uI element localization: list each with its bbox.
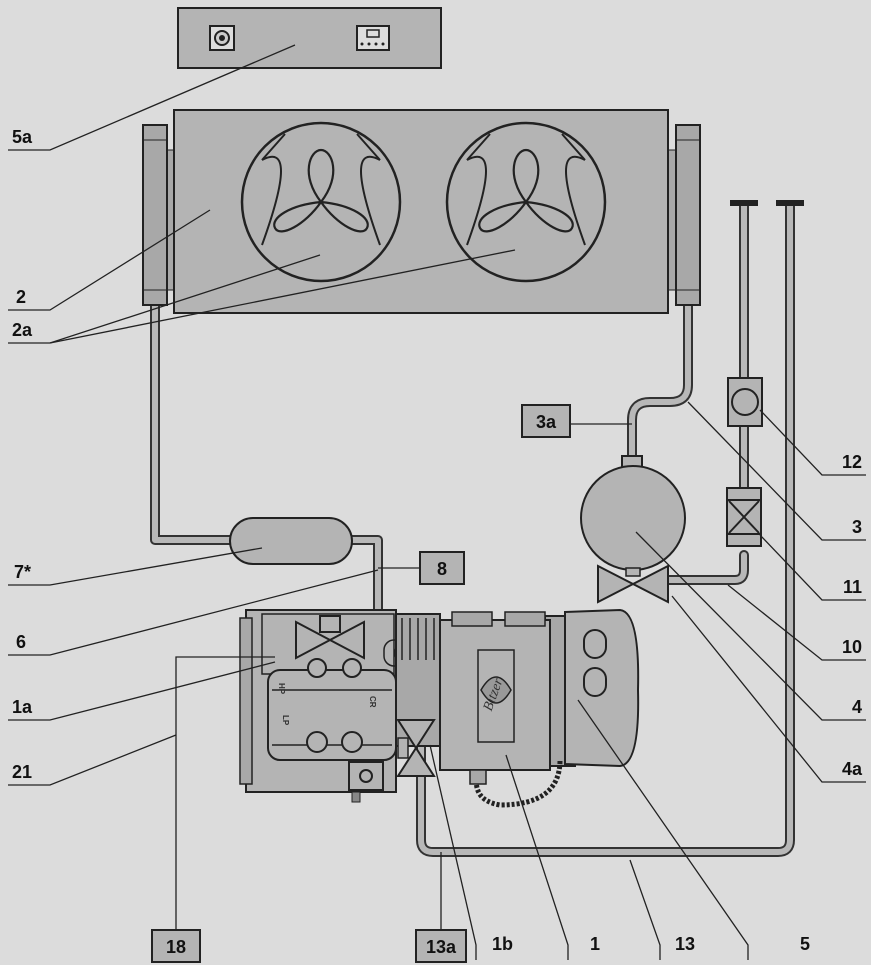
label-21: 21 (12, 762, 32, 782)
box-13a: 13a (415, 929, 467, 963)
box-3a: 3a (521, 404, 571, 438)
receiver-7 (229, 517, 353, 565)
label-11: 11 (843, 577, 862, 597)
shutoff-valve-1b-icon (396, 719, 436, 777)
piping (150, 200, 804, 857)
label-12: 12 (842, 452, 862, 472)
hp-port-mark: HP (277, 683, 286, 695)
filter-drier-11-icon (726, 487, 762, 547)
label-13: 13 (675, 934, 695, 954)
liquid-receiver-4 (580, 455, 686, 577)
pipe-condenser-to-vessel (627, 300, 693, 463)
leader-lines (8, 44, 866, 960)
label-6: 6 (16, 632, 26, 652)
label-2: 2 (16, 287, 26, 307)
label-10: 10 (842, 637, 862, 657)
fan-1 (240, 121, 402, 283)
label-4: 4 (852, 697, 862, 717)
label-1: 1 (590, 934, 600, 954)
box-8: 8 (419, 551, 465, 585)
sight-glass-12-icon (727, 377, 763, 427)
label-3: 3 (852, 517, 862, 537)
label-5: 5 (800, 934, 810, 954)
fan-2 (445, 121, 607, 283)
label-5a: 5a (12, 127, 33, 147)
fan-1-blades-icon (273, 148, 369, 233)
shutoff-valve-4a-icon (597, 564, 669, 604)
power-switch-icon (209, 25, 235, 51)
label-2a: 2a (12, 320, 33, 340)
box-13a-label: 13a (426, 937, 457, 957)
pipe-condenser-outlet (150, 300, 237, 545)
condenser (142, 109, 701, 314)
fan-2-blades-icon (478, 148, 574, 233)
box-3a-label: 3a (536, 412, 557, 432)
lp-port-mark: LP (281, 715, 290, 726)
label-1a: 1a (12, 697, 33, 717)
box-18: 18 (151, 929, 201, 963)
label-7: 7* (14, 562, 31, 582)
label-4a: 4a (842, 759, 863, 779)
control-cabinet (177, 7, 442, 69)
label-1b: 1b (492, 934, 513, 954)
box-8-label: 8 (437, 559, 447, 579)
controller-display-icon (356, 25, 390, 51)
cr-port-mark: CR (368, 696, 377, 708)
solenoid-valve-6-icon (295, 615, 365, 660)
part-labels: 5a 2 2a 7* 6 1a 21 12 3 11 10 4 4a 1b 1 … (12, 127, 863, 954)
box-18-label: 18 (166, 937, 186, 957)
